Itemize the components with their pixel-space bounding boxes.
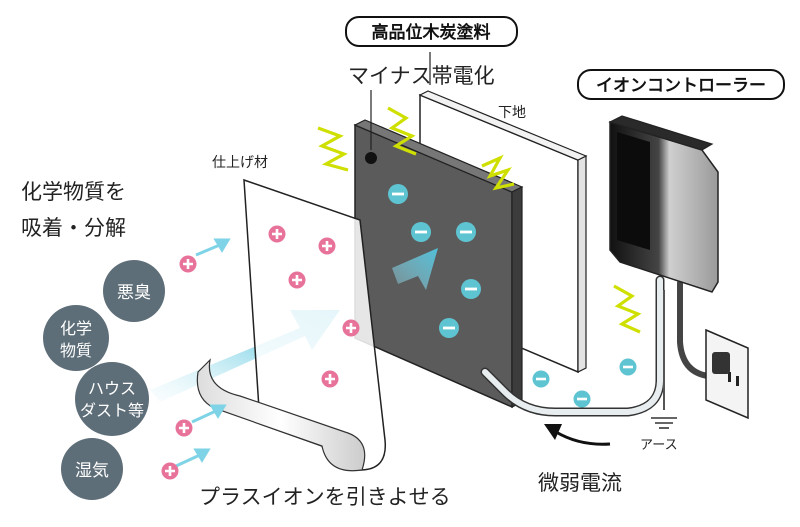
minus-ion (619, 358, 637, 376)
blob-chemical (43, 305, 109, 371)
ion-controller (608, 115, 719, 293)
plus-ion (288, 271, 306, 289)
adsorb-label-line2: 吸着・分解 (21, 216, 126, 240)
controller-tag-label: イオンコントローラー (596, 76, 766, 96)
chemical-label-line2: 物質 (60, 341, 92, 360)
zigzag-charge (317, 106, 642, 334)
minus-ions (388, 184, 637, 408)
blob-humidity (61, 438, 123, 500)
attract-plus-label: プラスイオンを引きよせる (199, 485, 451, 509)
leader-lines (370, 52, 431, 150)
humidity-label: 湿気 (75, 461, 109, 481)
plus-ion (268, 225, 286, 243)
top-tag-label: 高品位木炭塗料 (372, 22, 491, 43)
pollutant-blobs (43, 260, 165, 500)
earth-symbol (651, 417, 677, 429)
minus-ion (439, 318, 459, 338)
minus-ion (461, 279, 481, 299)
current-arrow (544, 424, 611, 446)
minus-ion (456, 222, 476, 242)
blob-odor (103, 260, 165, 322)
dust-label-line1: ハウス (88, 379, 136, 398)
plus-ion (179, 255, 197, 273)
minus-ion (411, 222, 431, 242)
base-layer-label: 下地 (498, 105, 526, 121)
small-arrows (175, 238, 231, 468)
top-tag-box (345, 16, 518, 47)
dust-label-line2: ダスト等 (80, 401, 144, 420)
wall-outlet (705, 328, 749, 420)
finish-sheet (196, 178, 387, 472)
controller-tag-box (577, 69, 785, 100)
finish-material-label: 仕上げ材 (212, 155, 268, 171)
blob-house-dust (75, 362, 149, 436)
plus-ion (175, 419, 193, 437)
odor-label: 悪臭 (117, 283, 151, 303)
weak-current-label: 微弱電流 (538, 471, 622, 495)
chemical-label-line1: 化学 (60, 319, 92, 338)
plus-ion (318, 237, 336, 255)
negative-charge-label: マイナス帯電化 (348, 64, 495, 88)
minus-ion (532, 370, 550, 388)
plus-ions (161, 225, 360, 480)
charge-point (365, 152, 377, 164)
minus-ion (388, 184, 408, 204)
plus-ion (321, 370, 339, 388)
plus-ion (161, 462, 179, 480)
adsorb-label-line1: 化学物質を (21, 180, 126, 204)
minus-ion (573, 390, 591, 408)
plus-ion (342, 319, 360, 337)
earth-label: アース (640, 438, 678, 453)
